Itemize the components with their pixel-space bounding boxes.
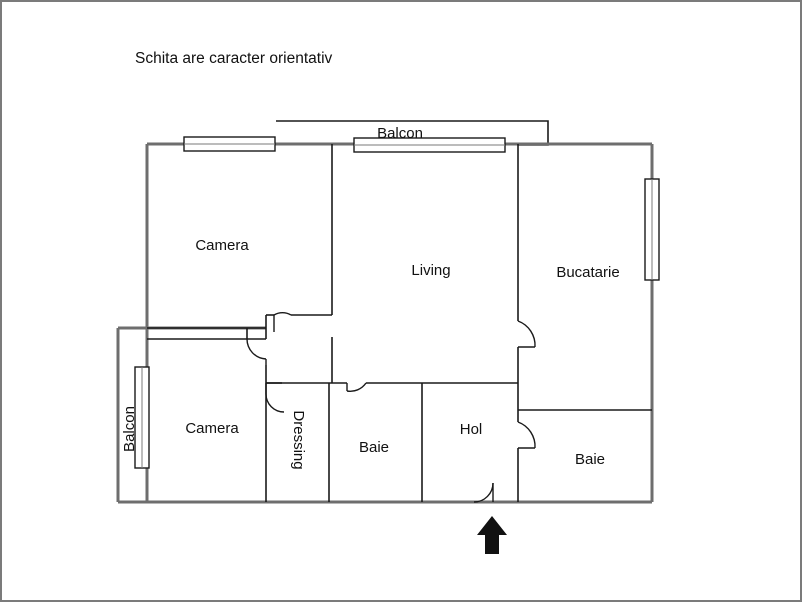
door-arc-baie-right (517, 421, 536, 449)
door-arc-baie-mid (346, 382, 367, 392)
door-arc-corridor (246, 338, 267, 360)
plan-title-note: Schita are caracter orientativ (135, 50, 333, 67)
door-arc-dressing (265, 393, 285, 413)
room-label-bucatarie: Bucatarie (556, 264, 619, 281)
door-arc-camera-top (273, 312, 292, 316)
window-bucatarie (644, 178, 660, 281)
interior-walls (147, 144, 652, 502)
room-label-baie-mid: Baie (359, 439, 389, 456)
room-label-baie-right: Baie (575, 451, 605, 468)
room-label-balcon-left: Balcon (121, 406, 138, 452)
room-labels-group: Camera Living Bucatarie Balcon Camera Dr… (121, 237, 620, 470)
entry-direction-arrow (477, 516, 507, 554)
room-label-camera-bottom: Camera (185, 420, 239, 437)
door-arc-bucatarie (517, 320, 536, 348)
room-label-living: Living (411, 262, 450, 279)
door-arc-entry (473, 482, 494, 503)
windows-group (134, 136, 660, 469)
window-camera-top (183, 136, 276, 152)
room-label-dressing: Dressing (290, 410, 307, 469)
doors-group (246, 312, 536, 503)
window-living (353, 137, 506, 153)
room-label-hol: Hol (460, 421, 483, 438)
window-balcon-left (134, 366, 150, 469)
room-label-camera-top: Camera (195, 237, 249, 254)
